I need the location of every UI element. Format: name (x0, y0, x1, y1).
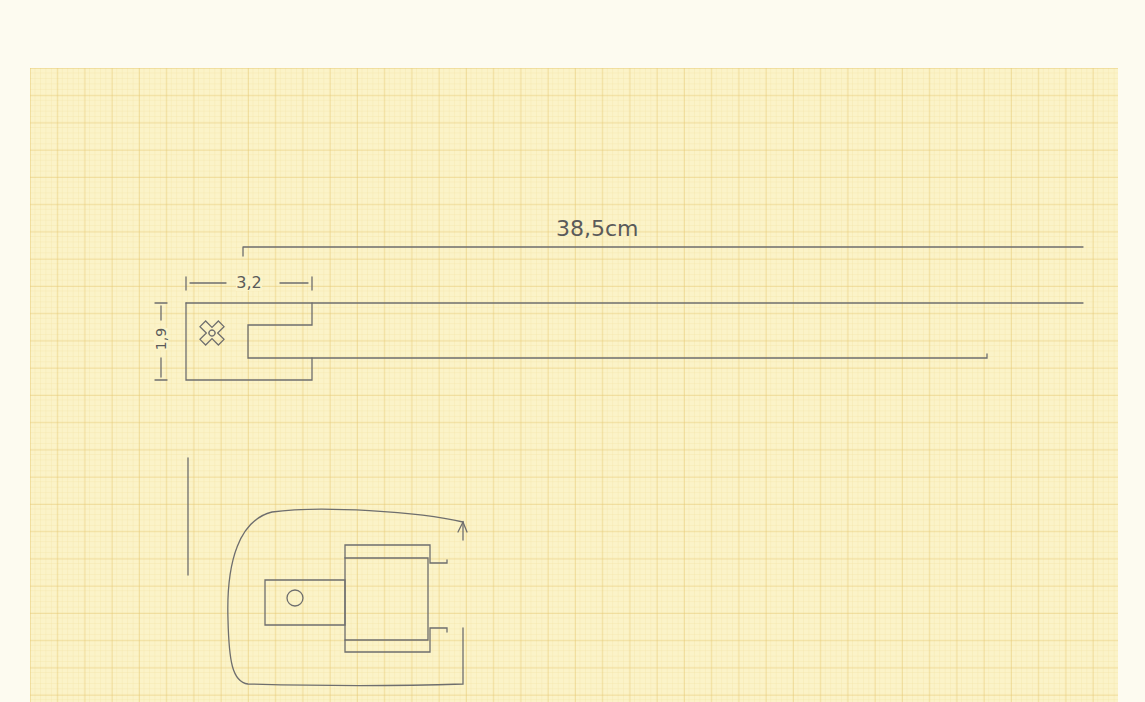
width-dimension: 3,2 (236, 275, 261, 291)
length-dimension: 38,5cm (556, 218, 639, 240)
height-dimension: 1,9 (154, 328, 168, 350)
